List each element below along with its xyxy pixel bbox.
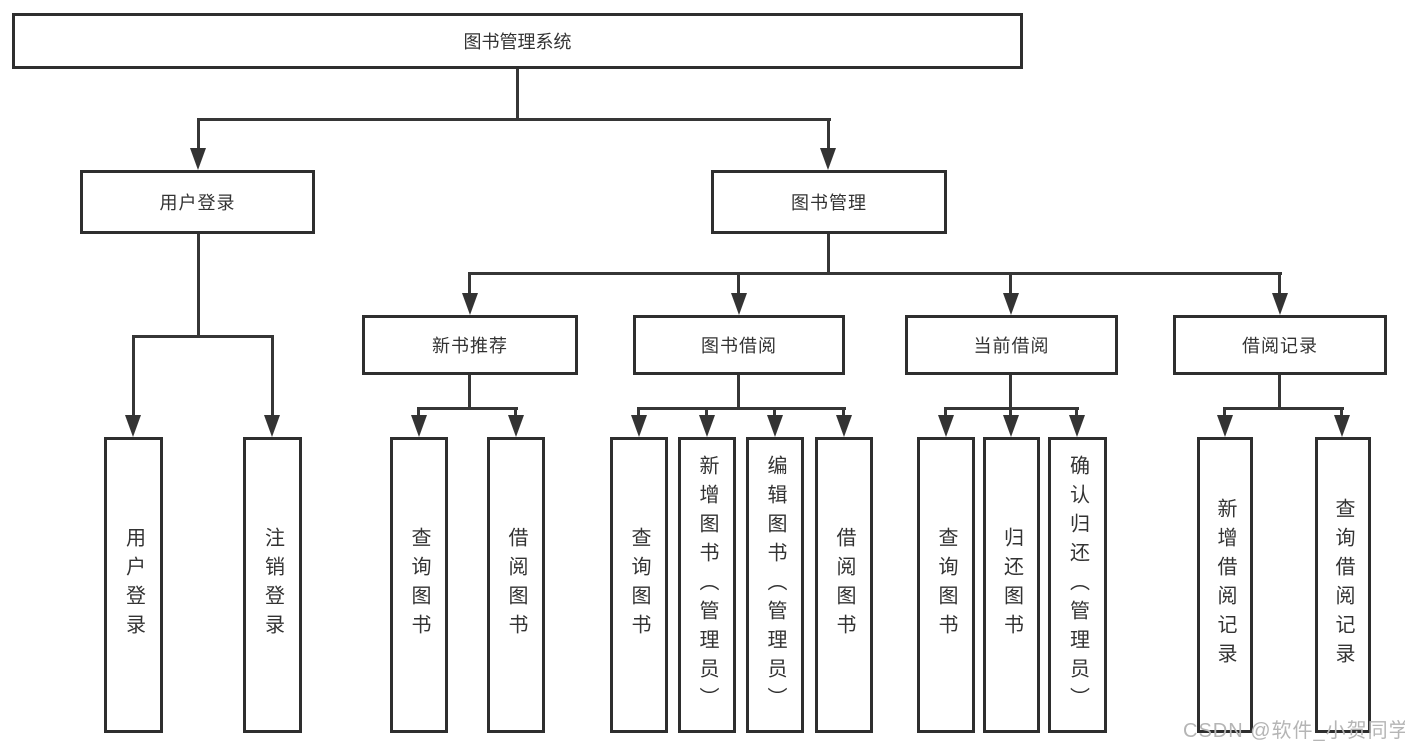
leaf-label: 借阅图书 [505,527,527,643]
node-borrow-records: 借阅记录 [1173,315,1387,375]
connector-book-management-stem [827,234,830,274]
arrowhead-leaf-login [125,415,141,437]
connector-drop-user-login [197,118,200,150]
arrowhead-user-login [190,148,206,170]
connector-drop [1223,407,1226,417]
connector-borrow-records-stem [1278,375,1281,409]
connector-drop [944,407,947,417]
arrowhead-leaf-logout [264,415,280,437]
arrowhead-new-book [462,293,478,315]
connector-user-login-stem [197,234,200,337]
leaf-label: 查询图书 [935,527,957,643]
connector-level3-rail [469,272,1282,275]
leaf-label: 归还图书 [1000,527,1023,643]
connector-book-borrow-rail [637,407,846,410]
leaf-edit-books-admin: 编辑图书（管理员） [746,437,804,733]
arrowhead-borrow-records [1272,293,1288,315]
connector-level2-rail [197,118,831,121]
arrowhead-leaf-add-books [699,415,715,437]
arrowhead-leaf-query-record [1334,415,1350,437]
leaf-user-login: 用户登录 [104,437,163,733]
arrowhead-leaf-confirm-return [1069,415,1085,437]
node-current-borrow: 当前借阅 [905,315,1118,375]
leaf-label: 查询图书 [628,527,650,643]
connector-book-borrow-stem [737,375,740,409]
leaf-label: 新增图书（管理员） [696,454,718,716]
leaf-add-books-admin: 新增图书（管理员） [678,437,736,733]
leaf-label: 查询图书 [408,527,430,643]
csdn-watermark: CSDN @软件_小贺同学 [1183,720,1405,742]
leaf-add-borrow-record: 新增借阅记录 [1197,437,1253,733]
leaf-borrow-books: 借阅图书 [815,437,873,733]
connector-drop [773,407,776,417]
node-library-management-system: 图书管理系统 [12,13,1023,69]
connector-drop-book-borrow [737,272,740,295]
leaf-query-books-current: 查询图书 [917,437,975,733]
arrowhead-leaf-borrow-books-1 [508,415,524,437]
connector-drop [842,407,845,417]
connector-current-borrow-stem [1009,375,1012,409]
arrowhead-book-borrow [731,293,747,315]
connector-drop-leaf-logout [271,335,274,415]
arrowhead-leaf-query-books-1 [411,415,427,437]
arrowhead-leaf-query-books-3 [938,415,954,437]
leaf-borrow-books-recommend: 借阅图书 [487,437,545,733]
node-label: 借阅记录 [1242,336,1318,356]
connector-drop [1009,407,1012,417]
leaf-query-books-recommend: 查询图书 [390,437,448,733]
connector-new-book-stem [468,375,471,409]
node-label: 当前借阅 [973,336,1050,356]
arrowhead-leaf-query-books-2 [631,415,647,437]
leaf-query-borrow-record: 查询借阅记录 [1315,437,1371,733]
arrowhead-current-borrow [1003,293,1019,315]
node-label: 图书管理系统 [463,32,572,52]
connector-user-login-rail [132,335,274,338]
node-label: 新书推荐 [432,336,508,356]
connector-drop-new-book [468,272,471,295]
connector-drop [637,407,640,417]
node-new-book-recommend: 新书推荐 [362,315,578,375]
connector-drop-leaf-login [132,335,135,415]
leaf-label: 确认归还（管理员） [1066,454,1089,716]
connector-drop [1340,407,1343,417]
connector-new-book-rail [417,407,518,410]
leaf-label: 用户登录 [122,527,145,643]
connector-drop-borrow-records [1278,272,1281,295]
connector-root-stem [516,69,519,118]
leaf-label: 借阅图书 [833,527,855,643]
leaf-return-books: 归还图书 [983,437,1040,733]
node-book-management: 图书管理 [711,170,947,234]
arrowhead-leaf-return-books [1003,415,1019,437]
connector-drop [417,407,420,417]
arrowhead-leaf-edit-books [767,415,783,437]
node-user-login: 用户登录 [80,170,315,234]
leaf-label: 编辑图书（管理员） [764,454,786,716]
arrowhead-book-management [820,148,836,170]
leaf-confirm-return-admin: 确认归还（管理员） [1048,437,1107,733]
connector-borrow-records-rail [1223,407,1344,410]
connector-drop [514,407,517,417]
arrowhead-leaf-add-record [1217,415,1233,437]
leaf-label: 注销登录 [261,527,284,643]
leaf-logout: 注销登录 [243,437,302,733]
connector-drop [705,407,708,417]
leaf-label: 新增借阅记录 [1214,498,1236,672]
leaf-query-books-borrow: 查询图书 [610,437,668,733]
node-book-borrow: 图书借阅 [633,315,845,375]
arrowhead-leaf-borrow-books-2 [836,415,852,437]
node-label: 图书管理 [791,193,867,213]
node-label: 用户登录 [159,193,236,213]
connector-drop [1075,407,1078,417]
leaf-label: 查询借阅记录 [1332,498,1354,672]
connector-drop-book-management [827,118,830,150]
connector-drop-current-borrow [1009,272,1012,295]
node-label: 图书借阅 [701,336,777,356]
